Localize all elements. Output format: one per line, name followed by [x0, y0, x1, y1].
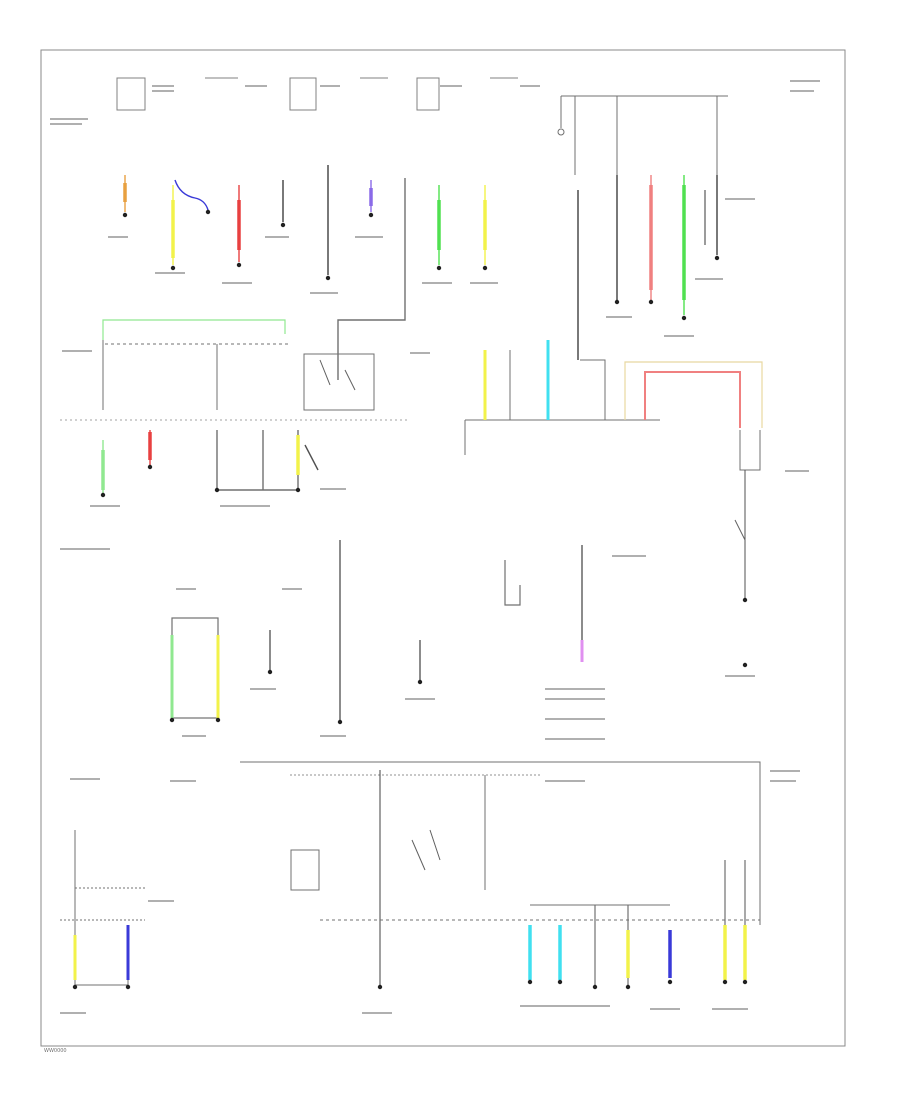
- wire-gray-1: [337, 178, 406, 380]
- ground-point: [100, 492, 106, 498]
- top-wire-row: [124, 165, 718, 380]
- fuse-box-1: [116, 77, 146, 111]
- fuse-box-2: [289, 77, 317, 111]
- ground-point: [267, 669, 273, 675]
- ground-point: [147, 464, 153, 470]
- center-components: [170, 540, 584, 720]
- ground-point: [295, 487, 301, 493]
- ground-point: [482, 265, 488, 271]
- ground-point: [236, 262, 242, 268]
- ground-point: [681, 315, 687, 321]
- ground-terminals: [72, 209, 748, 990]
- ground-point: [436, 265, 442, 271]
- mid-left-wires: [101, 430, 319, 495]
- mid-left-block: [60, 319, 410, 421]
- ground-point: [125, 984, 131, 990]
- wire-blue-1: [174, 179, 209, 211]
- label-marks: [50, 80, 820, 1014]
- ground-point: [368, 212, 374, 218]
- switch-box: [290, 849, 320, 891]
- ground-point: [337, 719, 343, 725]
- ground-point: [714, 255, 720, 261]
- ground-point: [325, 275, 331, 281]
- diagram-footer-code: WW0000: [44, 1048, 67, 1054]
- pink-loop: [644, 371, 741, 428]
- connector-point: [557, 128, 565, 136]
- module-box-1: [171, 617, 219, 719]
- diagram-frame: [40, 49, 846, 1047]
- tan-loop: [624, 361, 763, 428]
- ground-point: [527, 979, 533, 985]
- ground-point: [170, 265, 176, 271]
- lower-left-block: [60, 830, 145, 986]
- ground-point: [592, 984, 598, 990]
- ground-point: [214, 487, 220, 493]
- ground-point: [280, 222, 286, 228]
- wire-color-bands: [123, 183, 686, 300]
- relay-box: [303, 353, 375, 411]
- fuse-block-top: [116, 77, 518, 111]
- right-mid-block: [464, 340, 763, 598]
- ground-point: [205, 209, 211, 215]
- ground-point: [722, 979, 728, 985]
- relay-bus-top-right: [557, 95, 728, 175]
- ground-point: [72, 984, 78, 990]
- ground-point: [742, 597, 748, 603]
- ground-point: [169, 717, 175, 723]
- ground-point: [417, 679, 423, 685]
- ground-point: [742, 662, 748, 668]
- ground-point: [667, 979, 673, 985]
- lower-right-wires: [528, 860, 747, 985]
- ground-point: [625, 984, 631, 990]
- ground-point: [614, 299, 620, 305]
- fuse-box-3: [416, 77, 440, 111]
- ground-point: [648, 299, 654, 305]
- ground-point: [557, 979, 563, 985]
- lower-bus: [240, 761, 761, 985]
- ground-point: [377, 984, 383, 990]
- ground-point: [742, 979, 748, 985]
- green-bridge: [102, 319, 286, 340]
- ground-point: [215, 717, 221, 723]
- ground-point: [122, 212, 128, 218]
